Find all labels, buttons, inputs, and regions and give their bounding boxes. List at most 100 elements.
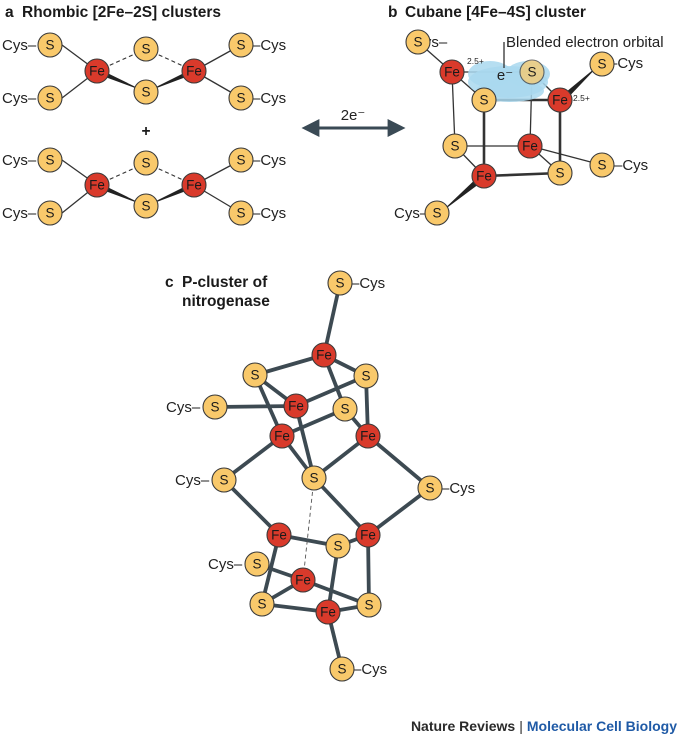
panel-a: a Rhombic [2Fe–2S] clusters Cys– Cys– –C…	[2, 4, 286, 226]
iron-atom: Fe	[471, 163, 497, 189]
sulfur-atom: S	[244, 551, 270, 577]
panel-b-title: Cubane [4Fe–4S] cluster	[405, 4, 586, 21]
sulfur-atom: S	[228, 85, 254, 111]
iron-atom: Fe	[315, 599, 341, 625]
sulfur-atom: S	[211, 467, 237, 493]
svg-text:Fe: Fe	[274, 429, 290, 444]
svg-text:S: S	[361, 369, 370, 384]
svg-text:S: S	[210, 400, 219, 415]
sulfur-atom: S	[228, 147, 254, 173]
svg-text:S: S	[335, 276, 344, 291]
sulfur-atom: S	[37, 147, 63, 173]
cys-label: –Cys	[252, 37, 286, 54]
cys-label: –Cys	[252, 205, 286, 222]
cys-label: –Cys	[614, 157, 648, 174]
iron-atom: Fe	[547, 87, 573, 113]
sulfur-atom: S	[353, 363, 379, 389]
sulfur-atom: S	[37, 85, 63, 111]
panel-c: c P-cluster of nitrogenase	[165, 270, 475, 682]
cys-label: –Cys	[609, 55, 643, 72]
svg-text:S: S	[236, 38, 245, 53]
svg-text:S: S	[236, 206, 245, 221]
cys-label: Cys–	[2, 90, 37, 107]
svg-text:S: S	[250, 368, 259, 383]
sulfur-atom: S	[133, 36, 159, 62]
cys-label: –Cys	[351, 275, 385, 292]
sulfur-atom: S	[356, 592, 382, 618]
svg-text:S: S	[479, 93, 488, 108]
svg-text:Fe: Fe	[271, 528, 287, 543]
svg-text:S: S	[141, 156, 150, 171]
sulfur-atom: S	[228, 32, 254, 58]
sulfur-atom: S	[589, 152, 615, 178]
cys-label: Cys–	[2, 152, 37, 169]
sulfur-atom: S	[589, 51, 615, 77]
svg-text:S: S	[364, 598, 373, 613]
oxidation-state: 2.5+	[573, 93, 590, 103]
svg-text:Fe: Fe	[316, 348, 332, 363]
cys-label: Cys–	[2, 37, 37, 54]
electron-symbol: e⁻	[497, 67, 513, 84]
svg-text:Fe: Fe	[476, 169, 492, 184]
sulfur-atom: S	[228, 200, 254, 226]
cys-label: –Cys	[252, 90, 286, 107]
svg-text:Fe: Fe	[522, 139, 538, 154]
sulfur-atom: S	[332, 396, 358, 422]
iron-atom: Fe	[266, 522, 292, 548]
svg-text:S: S	[333, 539, 342, 554]
svg-text:S: S	[45, 153, 54, 168]
sulfur-atom: S	[442, 133, 468, 159]
svg-text:Fe: Fe	[552, 93, 568, 108]
cys-label: Cys–	[394, 205, 429, 222]
iron-atom: Fe	[181, 172, 207, 198]
panel-c-title-line1: P-cluster of	[182, 274, 268, 291]
journal-subject: Molecular Cell Biology	[526, 718, 677, 734]
journal-credit: Nature Reviews|Molecular Cell Biology	[411, 718, 677, 734]
svg-text:S: S	[45, 206, 54, 221]
cys-label: Cys–	[166, 399, 201, 416]
sulfur-atom: S	[133, 150, 159, 176]
iron-atom: Fe	[84, 58, 110, 84]
sulfur-atom: S	[471, 87, 497, 113]
iron-atom: Fe	[84, 172, 110, 198]
sulfur-atom: S	[417, 475, 443, 501]
panel-a-title: Rhombic [2Fe–2S] clusters	[22, 4, 221, 21]
svg-text:Fe: Fe	[320, 605, 336, 620]
panel-b-letter: b	[388, 4, 397, 21]
sulfur-atom: S	[202, 394, 228, 420]
panel-c-title-line2: nitrogenase	[182, 293, 270, 310]
svg-text:Fe: Fe	[444, 65, 460, 80]
svg-text:S: S	[236, 91, 245, 106]
sulfur-atom: S	[301, 465, 327, 491]
svg-text:Fe: Fe	[288, 399, 304, 414]
svg-text:S: S	[425, 481, 434, 496]
iron-atom: Fe	[439, 59, 465, 85]
svg-text:S: S	[527, 65, 536, 80]
svg-text:Fe: Fe	[89, 178, 105, 193]
sulfur-atom: S	[242, 362, 268, 388]
sulfur-atom: S	[133, 193, 159, 219]
svg-text:S: S	[141, 199, 150, 214]
svg-text:S: S	[432, 206, 441, 221]
svg-text:Fe: Fe	[360, 528, 376, 543]
svg-text:S: S	[597, 57, 606, 72]
svg-text:S: S	[340, 402, 349, 417]
transfer-label: 2e⁻	[341, 107, 366, 124]
plus-sign: +	[141, 123, 150, 140]
svg-text:S: S	[141, 85, 150, 100]
sulfur-atom: S	[249, 591, 275, 617]
cys-label: –Cys	[252, 152, 286, 169]
svg-text:S: S	[450, 139, 459, 154]
electron-transfer-arrow: 2e⁻	[301, 107, 406, 137]
cys-label: Cys–	[2, 205, 37, 222]
svg-text:S: S	[309, 471, 318, 486]
svg-text:S: S	[219, 473, 228, 488]
svg-text:Fe: Fe	[89, 64, 105, 79]
credit-separator: |	[519, 718, 523, 734]
svg-text:S: S	[45, 38, 54, 53]
svg-text:Fe: Fe	[186, 178, 202, 193]
iron-atom: Fe	[181, 58, 207, 84]
rhombic-cluster-bottom: Cys– Cys– –Cys –Cys S S S S S S Fe Fe	[2, 147, 286, 226]
svg-text:S: S	[337, 662, 346, 677]
